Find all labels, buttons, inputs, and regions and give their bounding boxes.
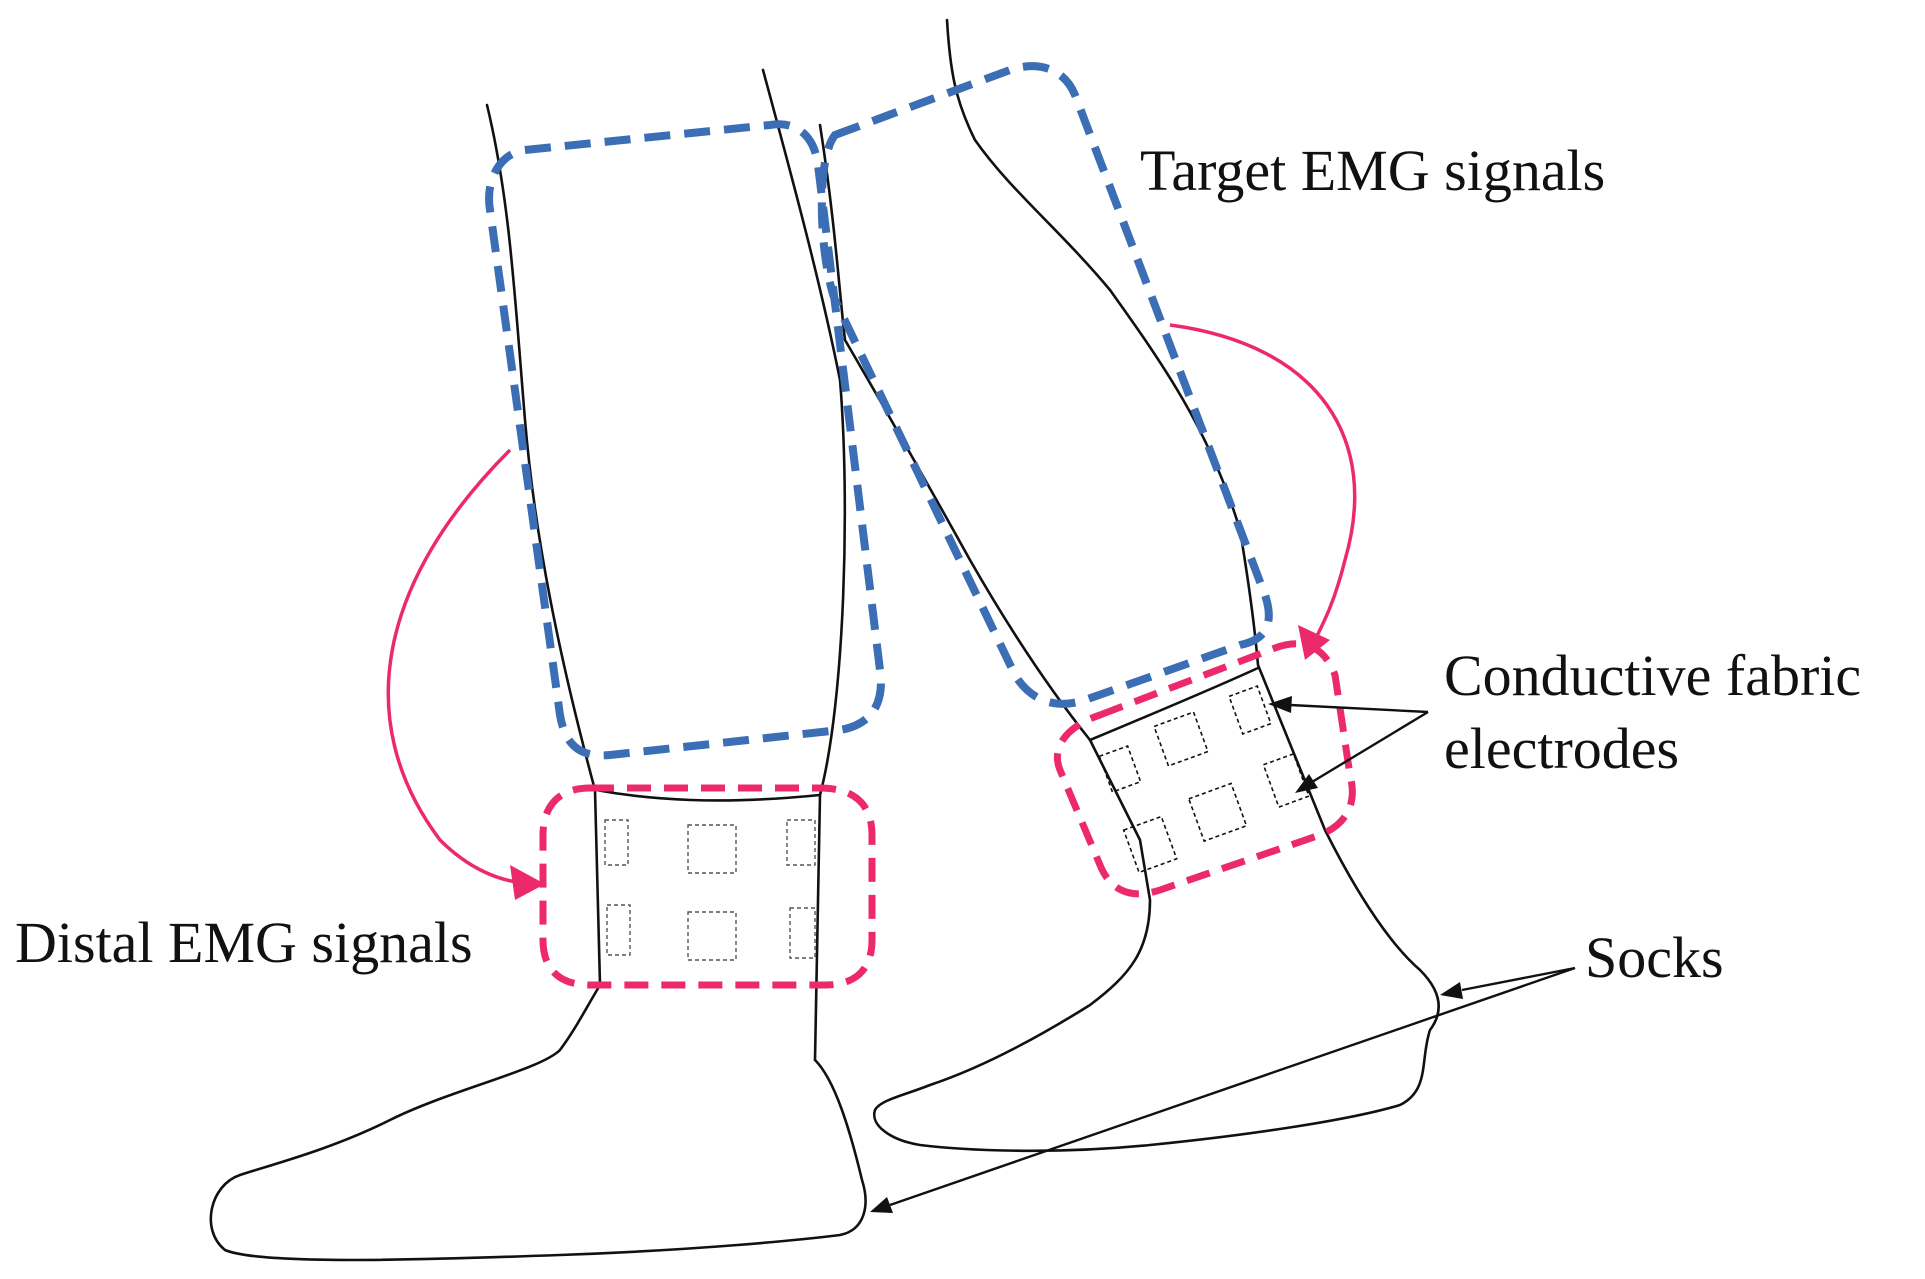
- arrowhead: [510, 865, 545, 900]
- target-emg-regions: [485, 62, 1273, 760]
- arrowhead: [870, 1197, 893, 1213]
- electrode-pointer-lower: [1311, 710, 1429, 784]
- electrode-pad: [1098, 744, 1142, 794]
- electrode-pad: [1262, 752, 1310, 809]
- electrode-pad: [1153, 711, 1209, 767]
- left-mapping-arrow: [386, 448, 519, 884]
- left-leg-front-outline: [761, 68, 847, 1062]
- left-leg: [209, 68, 867, 1262]
- right-sock-top-edge: [1088, 666, 1260, 742]
- right-mapping-arrow: [1169, 323, 1357, 641]
- distal-region-left: [539, 784, 876, 989]
- distal-emg-label: Distal EMG signals: [15, 910, 473, 975]
- right-leg-front-outline: [818, 123, 1092, 742]
- socks-pointer-right: [1461, 966, 1576, 992]
- left-leg-back-outline: [209, 103, 867, 1262]
- distal-emg-regions: [539, 640, 1356, 989]
- conductive-fabric-label-line2: electrodes: [1444, 716, 1679, 781]
- electrode-pointers: [1268, 696, 1429, 793]
- socks-pointer-left: [889, 966, 1576, 1207]
- right-sock-electrodes: [1098, 685, 1310, 874]
- arrowhead: [1295, 774, 1318, 793]
- socks-pointers: [870, 966, 1576, 1213]
- electrode-pad: [1228, 685, 1272, 735]
- electrode-pad: [606, 904, 631, 956]
- left-sock-top-edge: [594, 788, 822, 802]
- right-leg-back-outline: [872, 18, 1440, 1153]
- electrode-pad: [1122, 815, 1178, 874]
- signal-mapping-arrows: [386, 323, 1357, 900]
- electrode-pad: [1187, 782, 1248, 843]
- target-region-left: [485, 120, 885, 760]
- arrowhead: [1298, 625, 1330, 660]
- electrode-pad: [789, 907, 816, 959]
- distal-region-right: [1053, 640, 1356, 898]
- socks-label: Socks: [1585, 925, 1724, 990]
- electrode-pad: [687, 911, 737, 961]
- electrode-pad: [604, 819, 629, 866]
- electrode-pad: [687, 824, 737, 874]
- conductive-fabric-label-line1: Conductive fabric: [1444, 643, 1861, 708]
- electrode-pointer-upper: [1289, 703, 1429, 714]
- target-region-right: [817, 62, 1273, 708]
- left-sock-electrodes: [604, 819, 816, 961]
- arrowhead: [1440, 982, 1463, 999]
- arrowhead: [1268, 696, 1292, 713]
- target-emg-label: Target EMG signals: [1140, 138, 1605, 203]
- electrode-pad: [786, 819, 816, 866]
